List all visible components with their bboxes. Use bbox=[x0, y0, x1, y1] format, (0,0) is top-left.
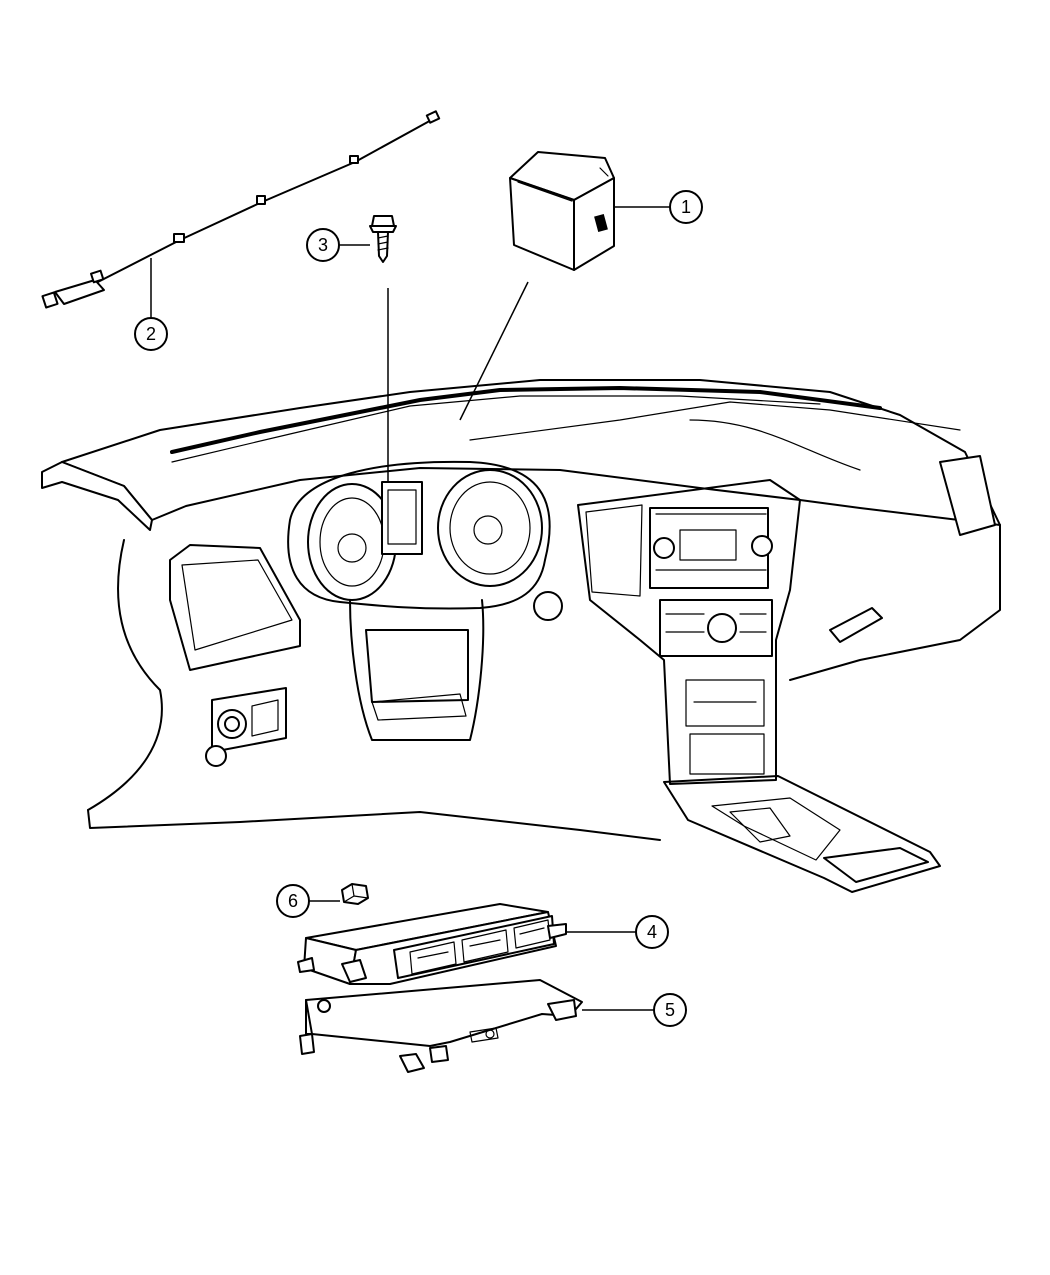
instrument-cluster bbox=[287, 460, 551, 610]
callout-6: 6 bbox=[276, 884, 310, 918]
callout-2-label: 2 bbox=[146, 324, 156, 344]
bolt bbox=[369, 215, 397, 263]
module-box bbox=[509, 151, 615, 271]
control-module bbox=[297, 903, 567, 985]
headlamp-switch bbox=[205, 687, 287, 767]
center-console bbox=[663, 775, 941, 893]
callout-1: 1 bbox=[669, 190, 703, 224]
callout-2: 2 bbox=[134, 317, 168, 351]
antenna-cable bbox=[41, 110, 441, 309]
climate-control bbox=[659, 599, 773, 657]
callout-5: 5 bbox=[653, 993, 687, 1027]
leader-lines bbox=[150, 206, 670, 1011]
mounting-bracket bbox=[299, 979, 583, 1073]
callout-4-label: 4 bbox=[647, 922, 657, 942]
instrument-panel bbox=[41, 379, 1001, 893]
callout-5-label: 5 bbox=[665, 1000, 675, 1020]
callout-3-label: 3 bbox=[318, 235, 328, 255]
start-button bbox=[533, 591, 563, 621]
callout-6-label: 6 bbox=[288, 891, 298, 911]
callout-3: 3 bbox=[306, 228, 340, 262]
radio-unit bbox=[649, 507, 773, 589]
callout-4: 4 bbox=[635, 915, 669, 949]
center-stack bbox=[577, 479, 801, 785]
steering-column-opening bbox=[349, 599, 485, 741]
callout-1-label: 1 bbox=[681, 197, 691, 217]
glove-box-handle bbox=[829, 607, 883, 643]
nut bbox=[341, 883, 369, 905]
antenna-module bbox=[41, 269, 105, 309]
